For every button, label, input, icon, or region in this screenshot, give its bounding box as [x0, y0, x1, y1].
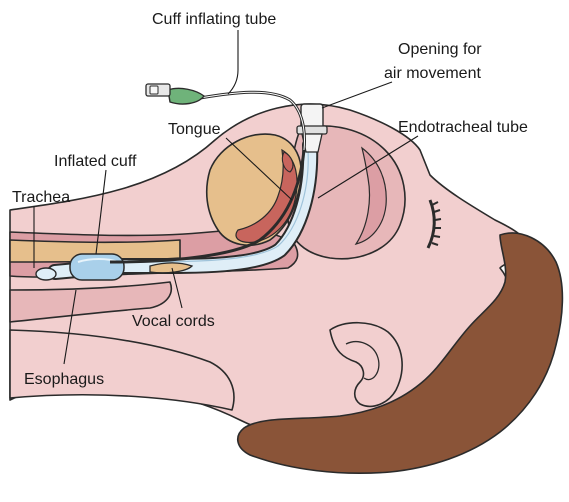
tube-connector-collar — [297, 126, 327, 134]
tube-tip — [36, 268, 56, 280]
label-endotracheal-tube: Endotracheal tube — [398, 119, 528, 136]
label-inflated-cuff: Inflated cuff — [54, 153, 137, 170]
label-trachea: Trachea — [12, 189, 70, 206]
label-vocal-cords: Vocal cords — [132, 313, 215, 330]
label-cuff-inflating-tube: Cuff inflating tube — [152, 11, 276, 28]
valve-cap — [150, 86, 158, 94]
leader-opening — [322, 82, 392, 108]
label-opening-line1: Opening for — [398, 41, 482, 58]
label-tongue: Tongue — [168, 121, 221, 138]
inflated-cuff — [70, 254, 124, 280]
label-esophagus: Esophagus — [24, 371, 104, 388]
pilot-balloon — [168, 88, 204, 104]
label-opening-line2: air movement — [384, 65, 481, 82]
leader-cuff-inflating-tube — [228, 30, 238, 94]
